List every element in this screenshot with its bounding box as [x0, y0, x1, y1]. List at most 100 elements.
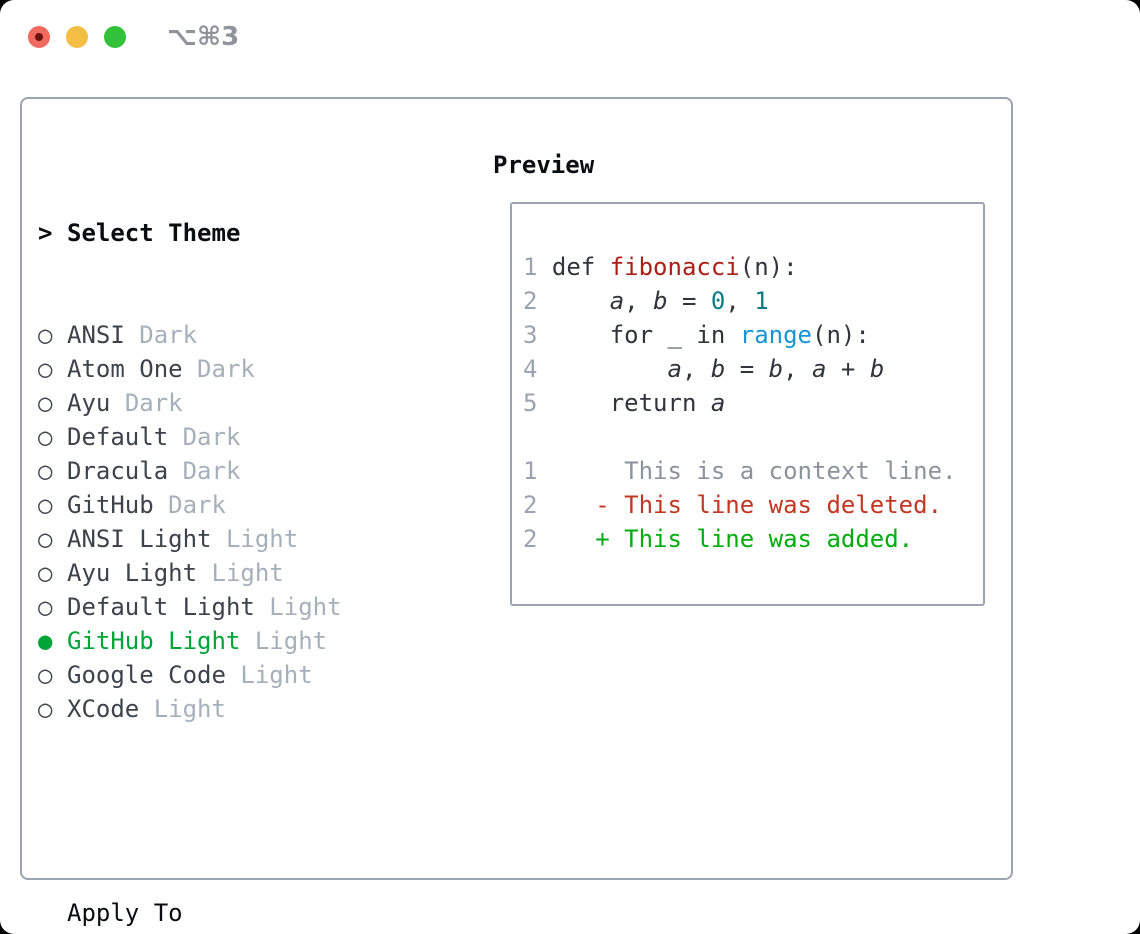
radio-unselected-icon: ○ [38, 695, 53, 723]
theme-variant-tag: Light [225, 525, 299, 553]
theme-item-ansi[interactable]: ○ANSI Dark [38, 318, 443, 352]
line-number: 1 [523, 457, 538, 485]
theme-variant-tag: Light [269, 593, 342, 621]
theme-variant-tag: Dark [139, 321, 198, 349]
code-token: + [826, 355, 870, 383]
code-token [537, 355, 667, 383]
theme-variant-tag: Dark [182, 457, 241, 485]
code-token: a [710, 389, 726, 417]
radio-selected-icon: ● [38, 627, 53, 655]
code-token: a [609, 287, 625, 315]
theme-variant-tag: Dark [124, 389, 183, 417]
preview-line: 3 for _ in range(n): [523, 318, 956, 352]
theme-variant-tag: Light [153, 695, 226, 723]
theme-item-ayu[interactable]: ○Ayu Dark [38, 386, 443, 420]
theme-variant-tag: Dark [168, 491, 226, 519]
select-theme-title: Select Theme [67, 219, 241, 247]
theme-name: ANSI Light [67, 525, 212, 553]
spacer [38, 794, 443, 828]
theme-variant-tag: Dark [197, 355, 255, 383]
maximize-button[interactable] [104, 26, 126, 48]
theme-name: XCode [67, 695, 140, 723]
line-number: 5 [523, 389, 538, 417]
theme-name: Google Code [67, 661, 226, 689]
line-number: 3 [523, 321, 538, 349]
theme-item-ayu-light[interactable]: ○Ayu Light Light [38, 556, 443, 590]
theme-item-ansi-light[interactable]: ○ ANSI Light Light [38, 522, 443, 556]
code-token: def [537, 253, 610, 281]
code-token: = [725, 355, 769, 383]
minimize-button[interactable] [66, 26, 88, 48]
select-theme-header: > Select Theme [38, 216, 443, 250]
apply-to-header: Apply To [38, 896, 443, 930]
unsaved-changes-dot-icon [35, 33, 43, 41]
code-token: a [812, 355, 827, 383]
theme-name: Atom One [67, 355, 183, 383]
radio-unselected-icon: ○ [38, 661, 53, 689]
preview-box [510, 202, 985, 606]
line-number: 2 [523, 287, 538, 315]
apply-to-title: Apply To [67, 899, 183, 927]
code-token: - This line was deleted. [537, 491, 943, 519]
code-token: , [725, 287, 755, 315]
preview-title: Preview [493, 151, 595, 179]
code-token: This is a context line. [537, 457, 957, 485]
theme-item-github[interactable]: ○ GitHub Dark [38, 488, 443, 522]
code-token: fibonacci [609, 253, 740, 281]
code-token: (n): [739, 253, 798, 281]
theme-item-atom-one[interactable]: ○Atom One Dark [38, 352, 443, 386]
line-number: 2 [523, 491, 538, 519]
preview-line: 1 This is a context line. [523, 454, 956, 488]
theme-name: Ayu Light [67, 559, 198, 587]
theme-variant-tag: Light [254, 627, 328, 655]
theme-item-google-code[interactable]: ○ Google Code Light [38, 658, 443, 692]
main-panel [20, 97, 1013, 880]
theme-name: GitHub [67, 491, 154, 519]
theme-variant-tag: Light [240, 661, 313, 689]
line-number: 4 [523, 355, 538, 383]
prompt-icon: > [38, 219, 53, 247]
preview-line: 1 def fibonacci(n): [523, 250, 956, 284]
code-token: (n): [812, 321, 870, 349]
line-number: 1 [523, 253, 538, 281]
theme-variant-tag: Dark [182, 423, 241, 451]
code-token: , [681, 355, 711, 383]
preview-line: 5 return a [523, 386, 956, 420]
theme-name: Default Light [67, 593, 255, 621]
code-token: = [667, 287, 711, 315]
theme-name: GitHub Light [67, 627, 241, 655]
radio-unselected-icon: ○ [38, 593, 53, 621]
theme-item-xcode[interactable]: ○ XCode Light [38, 692, 443, 726]
code-token: a [667, 355, 682, 383]
code-token: b [653, 287, 668, 315]
radio-unselected-icon: ○ [38, 389, 53, 417]
radio-unselected-icon: ○ [38, 457, 53, 485]
radio-unselected-icon: ○ [38, 525, 53, 553]
window-title: ⌥⌘3 [167, 22, 240, 52]
close-button[interactable] [28, 26, 50, 48]
theme-item-default[interactable]: ○Default Dark [38, 420, 443, 454]
code-token: b [710, 355, 726, 383]
code-token: return [537, 389, 711, 417]
radio-unselected-icon: ○ [38, 559, 53, 587]
theme-list: ○ANSI Dark○Atom One Dark○Ayu Dark○Defaul… [38, 318, 443, 726]
preview-line: 2 a, b = 0, 1 [523, 284, 956, 318]
preview-line: 4 a, b = b, a + b [523, 352, 956, 386]
theme-item-dracula[interactable]: ○ Dracula Dark [38, 454, 443, 488]
preview-line [523, 420, 956, 454]
code-token [537, 287, 609, 315]
code-token: , [624, 287, 654, 315]
theme-selector: >Select Theme ○ANSI Dark○Atom One Dark○A… [38, 148, 443, 934]
code-token: for _ in [537, 321, 740, 349]
code-token: b [869, 355, 885, 383]
code-token: , [783, 355, 813, 383]
code-token: 1 [754, 287, 769, 315]
radio-unselected-icon: ○ [38, 491, 53, 519]
code-token: range [739, 321, 812, 349]
theme-name: ANSI [67, 321, 125, 349]
theme-name: Dracula [67, 457, 169, 485]
theme-item-default-light[interactable]: ○ Default Light Light [38, 590, 443, 624]
theme-item-github-light[interactable]: ● GitHub Light Light [38, 624, 443, 658]
